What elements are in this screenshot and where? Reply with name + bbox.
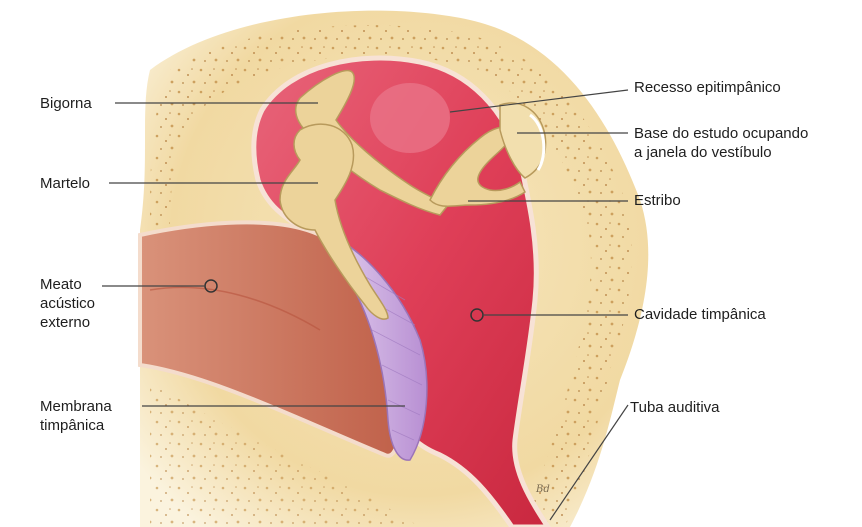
label-martelo: Martelo <box>40 174 90 193</box>
label-estribo: Estribo <box>634 191 681 210</box>
label-recesso: Recesso epitimpânico <box>634 78 781 97</box>
label-cavidade: Cavidade timpânica <box>634 305 766 324</box>
label-bigorna: Bigorna <box>40 94 92 113</box>
label-base-estribo: Base do estudo ocupando a janela do vest… <box>634 124 808 162</box>
epitympanic-recess <box>370 83 450 153</box>
label-meato: Meato acústico externo <box>40 275 95 332</box>
label-membrana: Membrana timpânica <box>40 397 112 435</box>
label-tuba: Tuba auditiva <box>630 398 720 417</box>
artist-signature: Bd <box>536 480 550 499</box>
